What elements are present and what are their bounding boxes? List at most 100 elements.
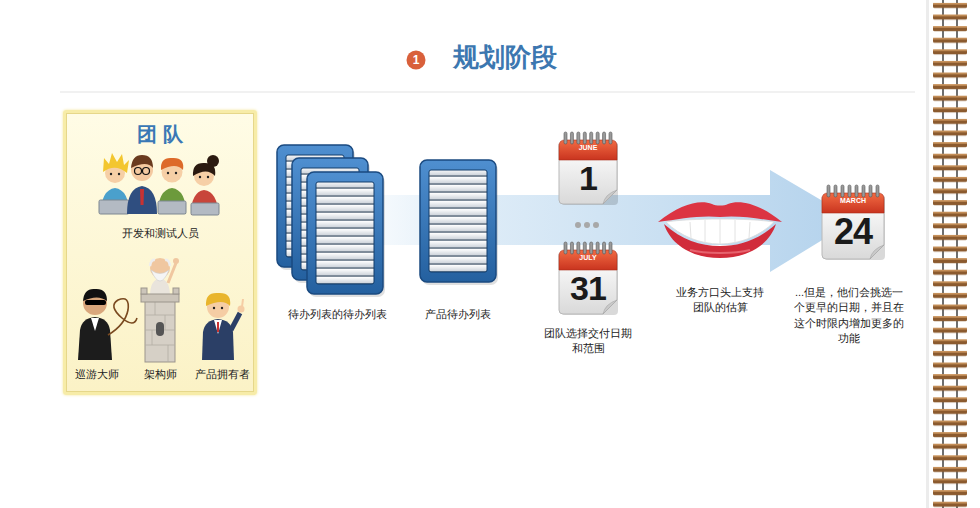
- calendar-outline: [596, 242, 599, 254]
- day-number: 1: [557, 161, 619, 195]
- developer-figures: [191, 203, 219, 215]
- calendar-outline: [855, 185, 858, 197]
- developer-figures: [135, 168, 142, 175]
- architect-figure: [151, 270, 169, 281]
- product-owner-figure: [238, 306, 245, 313]
- title-rule: [60, 92, 915, 93]
- day-number: 31: [557, 271, 619, 305]
- calendar-outline: [603, 190, 617, 204]
- page-edge: [926, 0, 929, 508]
- architect-figure: [150, 258, 170, 278]
- month-name: JULY: [557, 254, 619, 261]
- panel-heading: 团队: [66, 121, 254, 148]
- calendar-outline: [609, 132, 612, 144]
- calendar-page: JUNE 1: [557, 130, 619, 206]
- developer-figures: [105, 163, 125, 183]
- product-owner-figure: [214, 320, 222, 334]
- developer-figures: [161, 158, 183, 170]
- developer-figures: [140, 189, 144, 205]
- calendar-outline: [577, 132, 580, 144]
- architect-figure: [168, 263, 176, 283]
- product-owner-figure: [242, 299, 243, 307]
- page-title: 规划阶段: [453, 42, 557, 73]
- calendar-outline: [848, 185, 851, 197]
- developer-figures: [175, 172, 177, 174]
- product-owner-figure: [207, 296, 229, 318]
- developer-figures: [143, 168, 150, 175]
- wandering-master-figure: [85, 300, 106, 305]
- calendar-outline: [834, 185, 837, 197]
- developer-figures: [193, 163, 215, 176]
- item-caption: 待办列表的待办列表: [272, 307, 402, 322]
- backlog-stack: [307, 172, 385, 297]
- architect-figure: [141, 294, 179, 302]
- developer-figures: [131, 155, 153, 168]
- architect-figure: [156, 322, 164, 336]
- developer-figures: [199, 176, 201, 178]
- developer-figures: [207, 176, 209, 178]
- team-panel: 团队: [63, 110, 257, 395]
- calendar-outline: [596, 132, 599, 144]
- smiling-lips: [658, 202, 782, 222]
- number-badge: [407, 51, 426, 70]
- developer-figures: [99, 200, 129, 214]
- product-owner-figure: [221, 307, 223, 309]
- step-caption: 业务方口头上支持团队的估算: [674, 285, 766, 316]
- ellipsis-dots: [575, 222, 581, 228]
- developer-figures: [158, 188, 186, 214]
- developer-figures: [118, 173, 120, 175]
- architect-figure: [173, 258, 179, 264]
- step-caption: ...但是，他们会挑选一个更早的日期，并且在这个时限内增加更多的功能: [793, 285, 905, 347]
- wandering-master-figure: [83, 291, 107, 315]
- calendar-outline: [603, 132, 606, 144]
- developer-figures: [158, 201, 186, 214]
- architect-figure: [173, 288, 179, 294]
- callout-number: 1: [406, 51, 426, 69]
- developer-figures: [110, 173, 112, 175]
- product-owner-figure: [202, 319, 234, 360]
- developer-figures: [101, 188, 129, 214]
- architect-figure: [150, 260, 170, 266]
- month-name: JUNE: [557, 144, 619, 151]
- developer-figures: [207, 155, 219, 167]
- architect-figure: [145, 300, 175, 362]
- calendar-outline: [841, 185, 844, 197]
- calendar-outline: [570, 242, 573, 254]
- architect-figure: [145, 300, 175, 362]
- backlog-stack: [277, 145, 385, 297]
- calendar-page: MARCH24: [820, 183, 886, 261]
- step-caption: 团队选择交付日期和范围: [542, 326, 634, 357]
- developer-figures: [162, 162, 183, 183]
- calendar-outline: [869, 185, 872, 197]
- backlog-icon: [420, 160, 498, 285]
- developer-figures: [127, 186, 157, 214]
- spiral-binding: [930, 0, 970, 508]
- calendar-page: JULY 31: [557, 240, 619, 316]
- smiling-lips: [690, 250, 750, 253]
- architect-figure: [141, 288, 147, 294]
- developer-figures: [194, 166, 214, 186]
- calendar-outline: [564, 132, 567, 144]
- developer-figures: [142, 170, 143, 171]
- wandering-master-figure: [78, 289, 137, 360]
- wandering-master-figure: [83, 289, 107, 301]
- developer-figures: [103, 153, 129, 173]
- calendar-outline: [876, 185, 879, 197]
- calendar-outline: [570, 132, 573, 144]
- smiling-lips: [690, 219, 750, 244]
- calendar-outline: [609, 242, 612, 254]
- item-caption: 产品待办列表: [408, 307, 508, 322]
- developer-figures: [191, 190, 218, 215]
- day-number: 24: [820, 214, 886, 250]
- ellipsis-dots: [584, 222, 590, 228]
- product-owner-figure: [217, 322, 219, 332]
- wandering-master-figure: [108, 299, 137, 335]
- product-owner-figure: [202, 293, 245, 360]
- calendar-outline: [583, 242, 586, 254]
- wandering-master-figure: [78, 317, 112, 360]
- ellipsis-dots: [593, 222, 599, 228]
- calendar-outline: [590, 132, 593, 144]
